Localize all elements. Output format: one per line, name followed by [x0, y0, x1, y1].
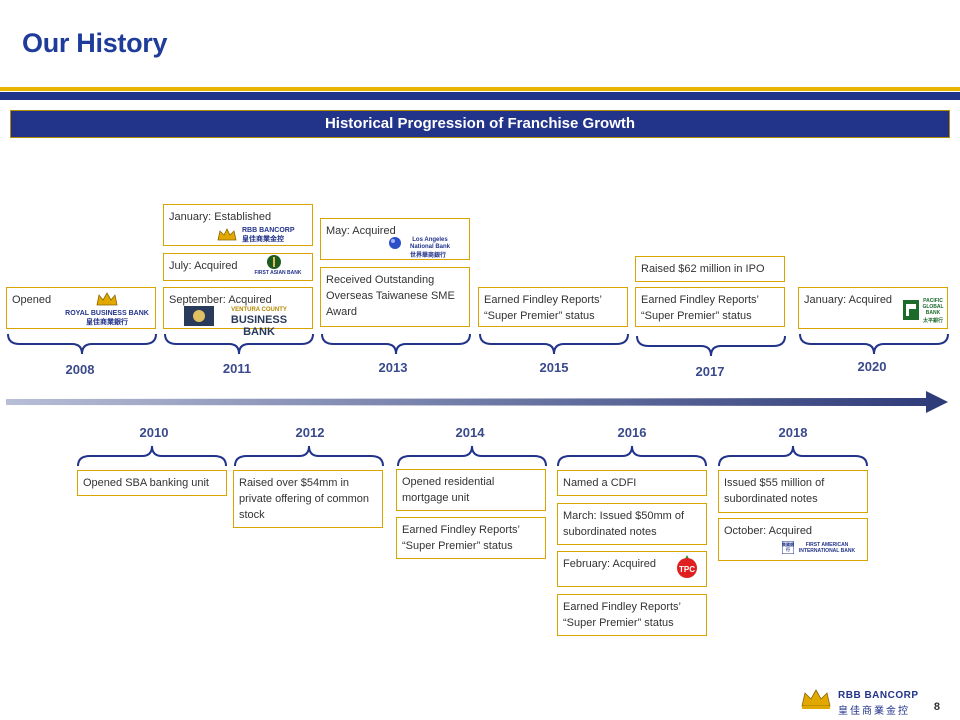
box-2016-cdfi: Named a CDFI [557, 470, 707, 496]
pacific-global-bank-logo-icon [903, 300, 919, 320]
year-2010: 2010 [139, 425, 169, 440]
box-2012-private-offering: Raised over $54mm in private offering of… [233, 470, 383, 528]
brace-2018 [718, 445, 868, 467]
year-2020: 2020 [857, 359, 887, 374]
box-label: Earned Findley Reports’ “Super Premier” … [641, 294, 759, 322]
box-label: Earned Findley Reports’ “Super Premier” … [402, 524, 520, 552]
brace-2015 [479, 333, 629, 355]
rbb-logo-text: RBB BANCORP [242, 227, 295, 234]
los-angeles-national-bank-logo-icon [389, 237, 401, 249]
footer-brand: RBB BANCORP [838, 690, 919, 701]
royal-business-bank-logo-icon [96, 292, 118, 306]
first-american-intl-bank-logo-icon [782, 541, 794, 554]
first-asian-bank-logo-icon [267, 255, 281, 269]
box-label: Raised $62 million in IPO [641, 263, 765, 275]
rbb-crown-icon [217, 228, 237, 241]
box-2018-sub-notes: Issued $55 million of subordinated notes [718, 470, 868, 513]
rbb-logo-cn: 皇佳商業金控 [242, 236, 284, 243]
box-2013-sme-award: Received Outstanding Overseas Taiwanese … [320, 267, 470, 327]
box-label: January: Acquired [804, 294, 893, 306]
brace-2011 [164, 333, 314, 355]
box-label: May: Acquired [326, 225, 396, 237]
royal-logo-cn: 皇佳商業銀行 [86, 319, 128, 326]
box-2014-mortgage: Opened residential mortgage unit [396, 469, 546, 511]
box-label: July: Acquired [169, 260, 238, 272]
box-label: September: Acquired [169, 294, 272, 306]
navy-divider [0, 92, 960, 100]
year-2008: 2008 [65, 362, 95, 377]
box-label: Raised over $54mm in private offering of… [239, 477, 370, 521]
timeline-arrow [6, 391, 948, 413]
year-2018: 2018 [778, 425, 808, 440]
year-2011: 2011 [222, 361, 252, 376]
box-2020-jan-acquired: January: Acquired [798, 287, 948, 329]
year-2017: 2017 [695, 364, 725, 379]
pacific-global-text: PACIFIC GLOBAL BANK [922, 298, 944, 316]
la-national-text: Los Angeles National Bank [409, 237, 450, 250]
tpc-logo-icon [677, 555, 697, 578]
brace-2013 [321, 333, 471, 355]
box-label: Opened [12, 294, 52, 306]
brace-2014 [397, 445, 547, 467]
box-2011-jan-established: January: Established [163, 204, 313, 246]
box-label: Received Outstanding Overseas Taiwanese … [326, 274, 455, 318]
section-banner: Historical Progression of Franchise Grow… [10, 110, 950, 138]
pacific-global-cn: 太平銀行 [922, 318, 943, 324]
year-2015: 2015 [539, 360, 569, 375]
fa-intl-cn: 美國銀行 [782, 542, 794, 552]
year-2012: 2012 [295, 425, 325, 440]
box-2017-ipo: Raised $62 million in IPO [635, 256, 785, 282]
box-label: January: Established [169, 211, 272, 223]
box-label: March: Issued $50mm of subordinated note… [563, 510, 685, 538]
year-2016: 2016 [617, 425, 647, 440]
fa-intl-text: FIRST AMERICAN INTERNATIONAL BANK [798, 542, 856, 554]
brace-2017 [636, 335, 786, 357]
box-2017-findley: Earned Findley Reports’ “Super Premier” … [635, 287, 785, 327]
business-bank-text: BUSINESS BANK [230, 314, 288, 338]
box-label: Opened SBA banking unit [83, 477, 209, 489]
rbb-footer-crown-icon [801, 689, 831, 709]
box-2016-findley: Earned Findley Reports’ “Super Premier” … [557, 594, 707, 636]
box-label: Named a CDFI [563, 477, 637, 489]
tpc-text: TPC [679, 565, 695, 574]
brace-2010 [77, 445, 227, 467]
page-number: 8 [933, 701, 940, 713]
box-2008-opened: Opened [6, 287, 156, 329]
brace-2020 [799, 333, 949, 355]
box-label: Earned Findley Reports’ “Super Premier” … [484, 294, 602, 322]
page-title: Our History [22, 28, 168, 58]
brace-2012 [234, 445, 384, 467]
box-label: Opened residential mortgage unit [402, 476, 495, 504]
brace-2008 [7, 333, 157, 355]
box-2011-july-acquired: July: Acquired [163, 253, 313, 281]
first-asian-text: FIRST ASIAN BANK [254, 270, 302, 276]
la-national-cn: 世界華商銀行 [409, 253, 446, 259]
ventura-business-bank-logo-icon [184, 306, 214, 326]
footer-brand-cn: 皇佳商業金控 [838, 706, 910, 717]
box-2018-oct-acquired: October: Acquired [718, 518, 868, 561]
box-label: October: Acquired [724, 525, 813, 537]
box-2016-march-notes: March: Issued $50mm of subordinated note… [557, 503, 707, 545]
year-2013: 2013 [378, 360, 408, 375]
box-label: February: Acquired [563, 558, 656, 570]
box-label: Issued $55 million of subordinated notes [724, 477, 825, 505]
brace-2016 [557, 445, 707, 467]
box-2015-findley: Earned Findley Reports’ “Super Premier” … [478, 287, 628, 327]
box-2014-findley: Earned Findley Reports’ “Super Premier” … [396, 517, 546, 559]
gold-divider [0, 87, 960, 91]
year-2014: 2014 [455, 425, 485, 440]
box-label: Earned Findley Reports’ “Super Premier” … [563, 601, 681, 629]
ventura-county-text: VENTURA COUNTY [231, 307, 287, 313]
box-2010-sba: Opened SBA banking unit [77, 470, 227, 496]
royal-logo-text: ROYAL BUSINESS BANK [65, 310, 149, 317]
